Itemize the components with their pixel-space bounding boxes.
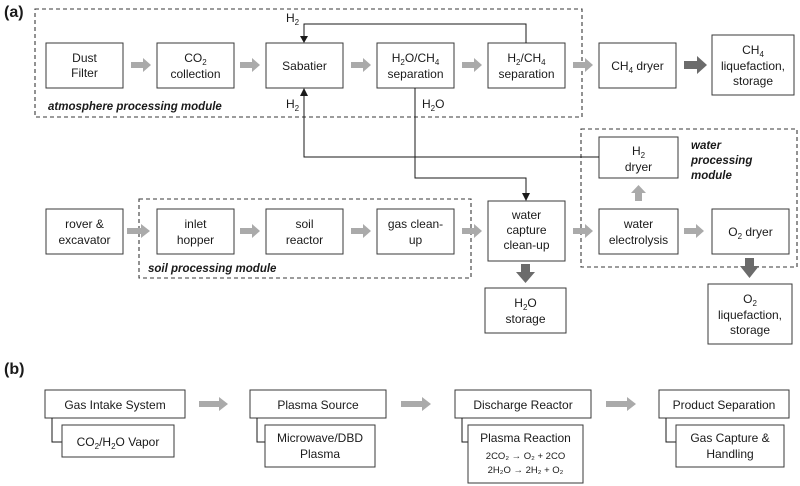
svg-text:CO2/H2O Vapor: CO2/H2O Vapor	[77, 435, 160, 451]
h2-dryer-line2: dryer	[625, 160, 652, 174]
h2-recycle-arrowhead	[300, 36, 308, 43]
svg-text:CH4: CH4	[742, 43, 764, 59]
o2-liquefaction-arrow	[740, 258, 759, 278]
svg-text:O2: O2	[743, 292, 757, 308]
ch4-dryer-box: CH4 dryer	[598, 42, 677, 89]
svg-text:CO2: CO2	[184, 51, 207, 67]
h2-return-line	[303, 95, 599, 158]
ch4-liquefaction-line2: liquefaction,	[721, 59, 785, 73]
reaction-eq2: 2H₂O → 2H₂ + O₂	[488, 465, 564, 476]
dust-filter-box: Dust Filter	[45, 42, 124, 89]
gas-capture-line1: Gas Capture &	[690, 431, 769, 445]
flow-arrows-row2	[127, 185, 704, 238]
svg-text:H2: H2	[286, 97, 300, 113]
co2-collection-sub: 2	[202, 58, 207, 67]
rover-line1: rover &	[65, 217, 104, 231]
o2-liquefaction-line3: storage	[730, 323, 770, 337]
h2o-storage-line2: storage	[505, 312, 545, 326]
svg-text:H2O: H2O	[514, 296, 536, 312]
h2o-ch4-separation-box: H2O/CH4 separation	[376, 42, 455, 89]
rover-line2: excavator	[58, 233, 110, 247]
co2-collection-co: CO	[184, 51, 202, 65]
water-electrolysis-box: water electrolysis	[598, 208, 679, 255]
gas-intake-stage: Gas Intake System CO2/H2O Vapor	[44, 389, 186, 458]
water-capture-line2: capture	[506, 223, 546, 237]
reaction-eq1: 2CO₂ → O₂ + 2CO	[486, 451, 565, 462]
h2-return-arrowhead	[300, 88, 308, 96]
inlet-line1: inlet	[184, 217, 207, 231]
svg-text:H2: H2	[632, 144, 646, 160]
water-capture-line3: clean-up	[503, 238, 549, 252]
water-module-label-1: water	[691, 140, 722, 152]
plasma-sub-line2: Plasma	[300, 447, 340, 461]
water-module-label-2: processing	[690, 155, 752, 167]
rover-excavator-box: rover & excavator	[45, 208, 124, 255]
plasma-source-stage: Plasma Source Microwave/DBD Plasma	[249, 389, 387, 468]
h2-ch4-separation-box: H2/CH4 separation	[487, 42, 566, 89]
discharge-reactor-title: Discharge Reactor	[473, 398, 572, 412]
svg-text:H2/CH4: H2/CH4	[507, 51, 546, 67]
flow-arrows-row1	[131, 58, 593, 72]
inlet-line2: hopper	[177, 233, 214, 247]
plasma-sub-line1: Microwave/DBD	[277, 431, 363, 445]
soil-module-label: soil processing module	[148, 263, 277, 275]
water-capture-box: water capture clean-up	[487, 200, 566, 262]
co2-collection-line2: collection	[170, 67, 220, 81]
o2-liquefaction-box: O2 liquefaction, storage	[707, 283, 793, 345]
gas-capture-line2: Handling	[706, 447, 753, 461]
reaction-title: Plasma Reaction	[480, 431, 571, 445]
soil-reactor-line2: reactor	[286, 233, 323, 247]
soil-module-outline	[138, 198, 472, 279]
ch4-liquefaction-arrow	[684, 56, 707, 74]
svg-text:H2: H2	[286, 11, 300, 27]
panel-b-label: (b)	[4, 361, 24, 378]
h2o-arrowhead	[522, 193, 530, 201]
soil-reactor-line1: soil	[295, 217, 313, 231]
stage-arrow-1	[199, 397, 228, 411]
water-module-outline	[580, 128, 798, 268]
h2o-storage-arrow	[516, 264, 535, 283]
gas-cleanup-line1: gas clean-	[388, 217, 443, 231]
electrolysis-line1: water	[623, 217, 653, 231]
atmosphere-module-label: atmosphere processing module	[48, 101, 222, 113]
h2o-ch4-separation-line2: separation	[387, 67, 443, 81]
water-module-label-3: module	[691, 170, 732, 182]
svg-text:H2O: H2O	[422, 97, 444, 113]
plasma-source-title: Plasma Source	[277, 398, 359, 412]
gas-intake-title: Gas Intake System	[64, 398, 165, 412]
sabatier-label: Sabatier	[282, 59, 327, 73]
h2-dryer-box: H2 dryer	[598, 136, 679, 179]
product-separation-title: Product Separation	[673, 398, 776, 412]
h2-ch4-separation-line2: separation	[498, 67, 554, 81]
atmosphere-module-outline	[34, 8, 583, 118]
stage-arrow-2	[401, 397, 431, 411]
gas-cleanup-line2: up	[409, 233, 423, 247]
soil-reactor-box: soil reactor	[265, 208, 344, 255]
ch4-liquefaction-line3: storage	[733, 74, 773, 88]
h2o-line	[414, 88, 527, 194]
svg-text:CH4 dryer: CH4 dryer	[611, 59, 663, 75]
o2-liquefaction-line2: liquefaction,	[718, 308, 782, 322]
product-separation-stage: Product Separation Gas Capture & Handlin…	[658, 389, 790, 468]
o2-dryer-box: O2 dryer	[711, 208, 790, 255]
electrolysis-line2: electrolysis	[609, 233, 668, 247]
sabatier-box: Sabatier	[265, 42, 344, 89]
stage-arrow-3	[606, 397, 636, 411]
inlet-hopper-box: inlet hopper	[156, 208, 235, 255]
h2o-storage-box: H2O storage	[484, 287, 567, 334]
svg-text:O2 dryer: O2 dryer	[728, 225, 772, 241]
discharge-reactor-stage: Discharge Reactor Plasma Reaction 2CO₂ →…	[454, 389, 592, 484]
dust-filter-line1: Dust	[72, 51, 97, 65]
ch4-liquefaction-box: CH4 liquefaction, storage	[711, 34, 795, 96]
svg-text:H2O/CH4: H2O/CH4	[392, 51, 440, 67]
gas-cleanup-box: gas clean- up	[376, 208, 455, 255]
co2-collection-box: CO2 collection	[156, 42, 235, 89]
dust-filter-line2: Filter	[71, 66, 98, 80]
h2-recycle-line	[303, 23, 527, 43]
panel-a-label: (a)	[4, 4, 24, 21]
water-capture-line1: water	[511, 208, 541, 222]
